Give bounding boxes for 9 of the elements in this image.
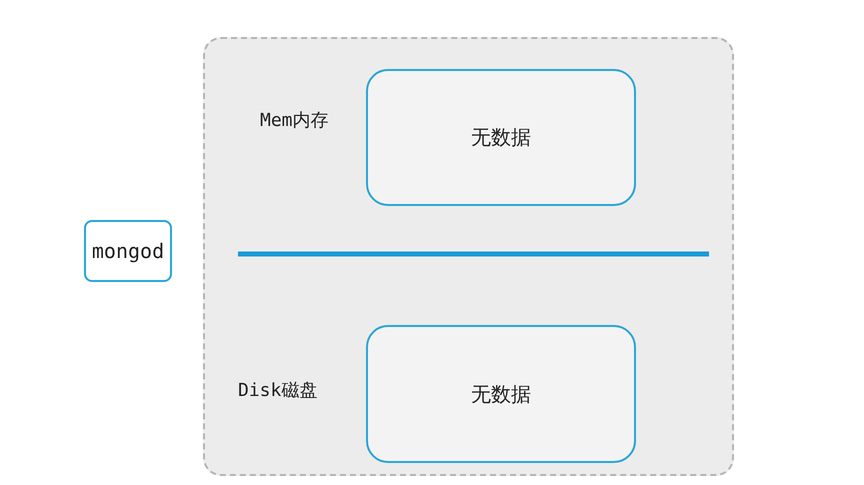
status-text: 无数据 xyxy=(471,124,531,151)
process-label: mongod xyxy=(92,239,164,263)
storage-box xyxy=(366,69,636,206)
memory-disk-panel xyxy=(203,37,734,476)
storage-box xyxy=(366,325,636,463)
status-text: 无数据 xyxy=(471,380,531,408)
section-label: Mem内存 xyxy=(260,109,329,132)
process-box xyxy=(84,220,172,282)
section-label: Disk磁盘 xyxy=(238,379,318,402)
